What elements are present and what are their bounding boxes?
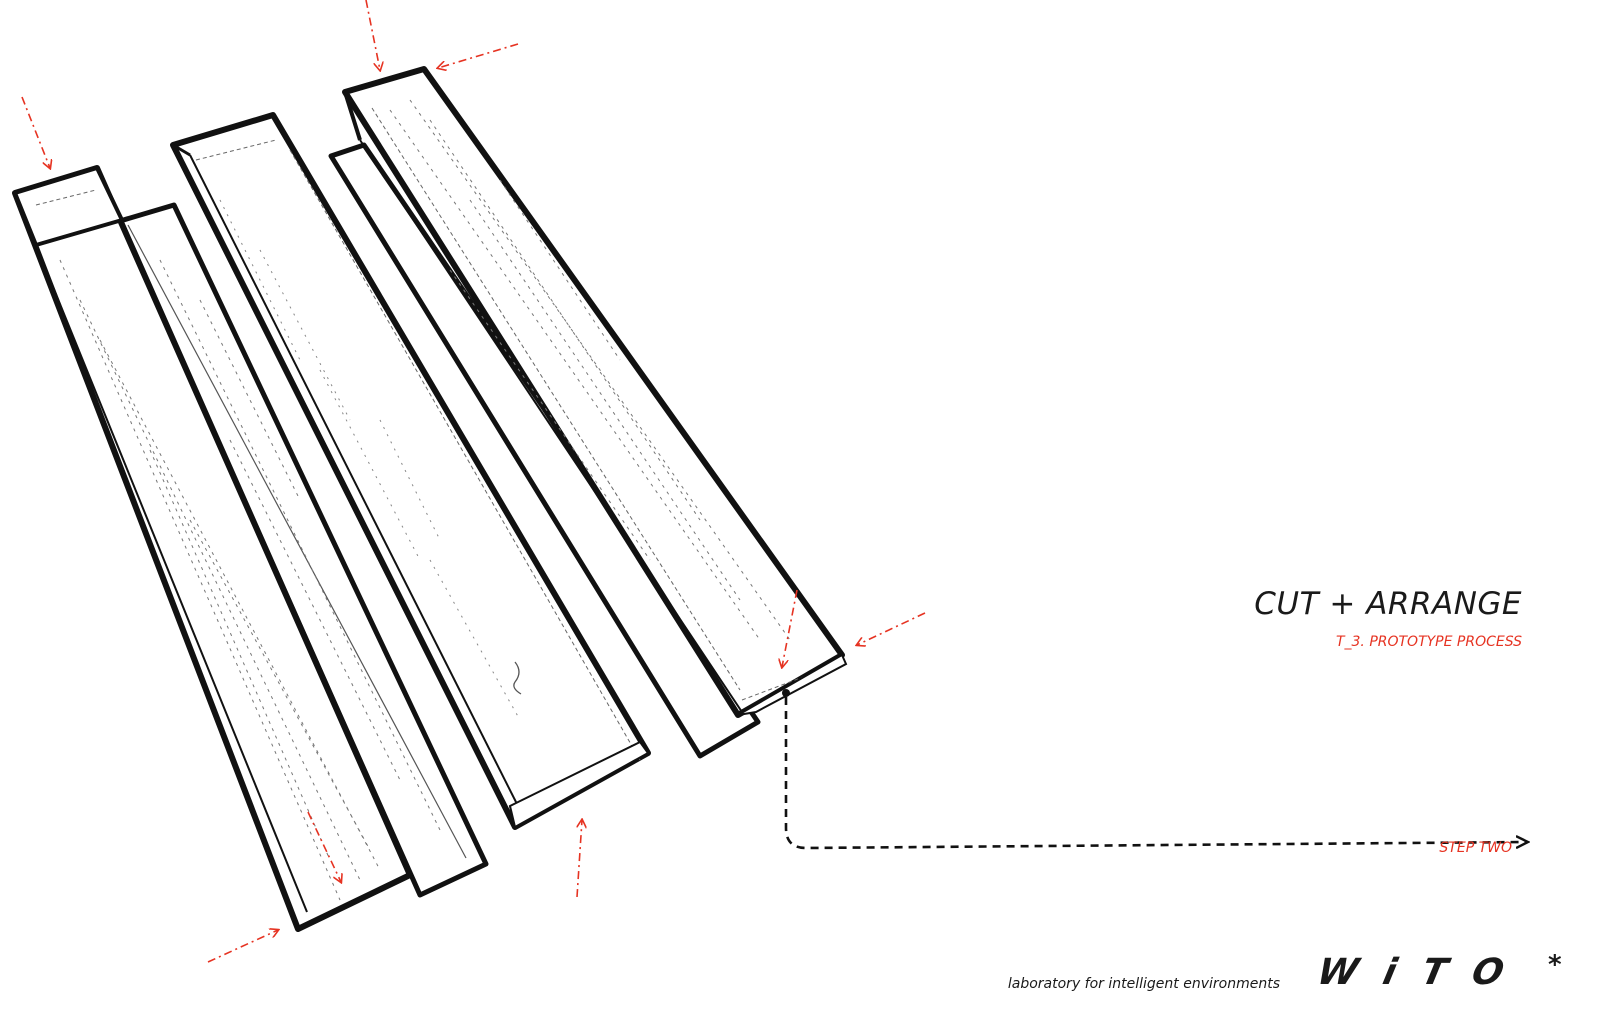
plank-3 [328,66,848,759]
wito-logo: WiTO [1313,952,1534,993]
arrow-inner-right [782,589,798,667]
leader-line [784,697,1527,850]
arrow-top-left [21,96,50,168]
arrow-top-center [365,0,380,70]
leader-origin-dot [782,689,790,697]
logo-asterisk: * [1548,950,1562,980]
arrow-bottom-left [207,930,278,963]
step-label: STEP TWO [1439,840,1512,856]
lab-tagline: laboratory for intelligent environments [1007,976,1280,992]
plank-2 [170,112,651,830]
arrow-bottom-center [576,820,582,898]
arrow-top-right [438,43,519,68]
arrow-inner-left [307,811,341,882]
red-direction-arrows [21,0,926,963]
page-subtitle: T_3. PROTOTYPE PROCESS [1335,634,1522,650]
step-two-leader [782,689,1527,850]
plank-1 [12,165,489,932]
arrow-right-plank [857,612,926,645]
page-title: CUT + ARRANGE [1254,586,1522,622]
